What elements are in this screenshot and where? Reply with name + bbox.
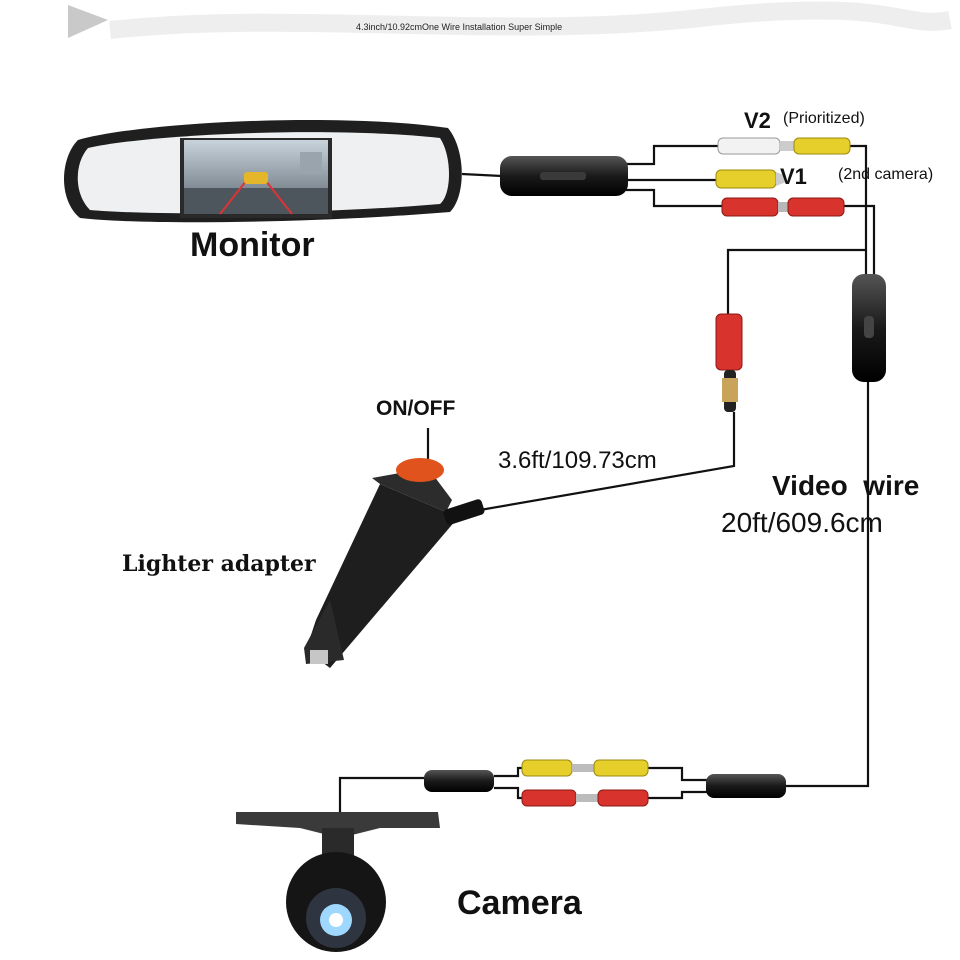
v2-rca-pair bbox=[717, 137, 851, 155]
video-length-label: 20ft/609.6cm bbox=[721, 507, 883, 538]
lighter-adapter-label: Lighter adapter bbox=[122, 551, 316, 577]
play-arrow-icon bbox=[68, 5, 108, 38]
lighter-adapter-icon bbox=[304, 458, 485, 668]
power-rca-pair bbox=[721, 197, 845, 217]
wires bbox=[338, 144, 876, 860]
header-strip bbox=[68, 1, 952, 39]
video-wire-label: Video wire bbox=[772, 470, 920, 501]
camera-label: Camera bbox=[457, 884, 582, 922]
power-length-label: 3.6ft/109.73cm bbox=[498, 447, 657, 474]
on-off-label: ON/OFF bbox=[376, 397, 456, 420]
v2-label: V2 bbox=[744, 108, 771, 133]
camera-rca-pairs bbox=[424, 759, 786, 807]
v1-label: V1 bbox=[780, 164, 807, 189]
v2-note: (Prioritized) bbox=[783, 110, 865, 127]
v1-note: (2nd camera) bbox=[838, 166, 934, 183]
monitor-label: Monitor bbox=[190, 226, 315, 264]
rear-camera-icon bbox=[236, 812, 440, 952]
power-rca-plug bbox=[715, 313, 743, 412]
v1-rca-plug bbox=[715, 169, 786, 189]
video-inline-module bbox=[852, 274, 886, 382]
diagram-caption: 4.3inch/10.92cmOne Wire Installation Sup… bbox=[356, 22, 563, 32]
mirror-monitor-icon bbox=[64, 119, 462, 223]
monitor-splitter bbox=[500, 156, 628, 196]
